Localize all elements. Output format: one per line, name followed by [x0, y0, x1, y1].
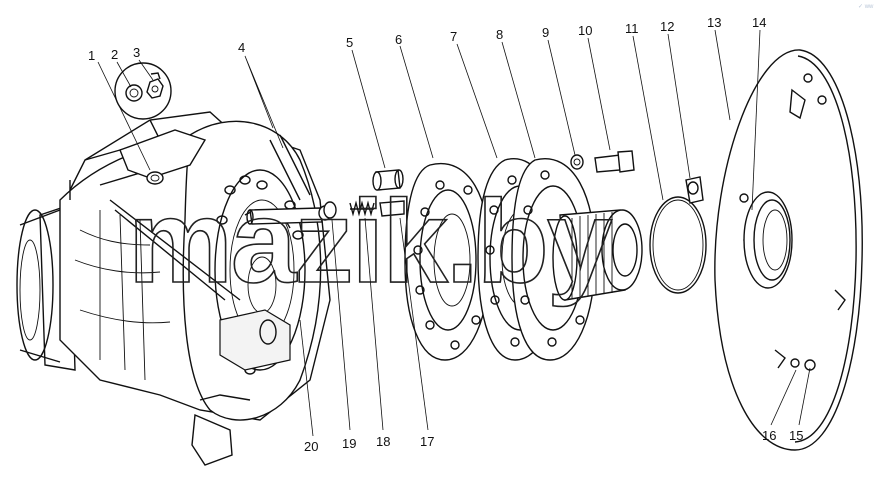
callout-14: 14 — [752, 15, 766, 30]
callout-7: 7 — [450, 29, 457, 44]
housing-body — [16, 111, 332, 466]
callout-11: 11 — [625, 21, 639, 36]
leader-lines — [97, 29, 811, 437]
callout-16: 16 — [762, 428, 776, 443]
callout-20: 20 — [304, 439, 318, 454]
seal-part-14 — [743, 191, 793, 289]
callout-8: 8 — [496, 27, 503, 42]
pin-part-17 — [379, 200, 405, 217]
callout-2: 2 — [111, 47, 118, 62]
pin-part-5 — [372, 169, 404, 191]
callout-15: 15 — [789, 428, 803, 443]
hub-part-8 — [511, 158, 643, 361]
callout-13: 13 — [707, 15, 721, 30]
corner-mark: ✓ ww — [858, 4, 874, 10]
oring-part-11 — [649, 196, 707, 294]
callout-19: 19 — [342, 436, 356, 451]
callout-4: 4 — [238, 40, 245, 55]
callout-10: 10 — [578, 23, 592, 38]
washer-part-19 — [323, 201, 337, 219]
callout-6: 6 — [395, 32, 402, 47]
callout-3: 3 — [133, 45, 140, 60]
callout-1: 1 — [88, 48, 95, 63]
bolt-part-12 — [685, 176, 704, 204]
callout-18: 18 — [376, 434, 390, 449]
watermark-text: mazik.by — [128, 176, 612, 308]
disc-part-6 — [404, 162, 491, 361]
callout-numbers: 1 2 3 4 5 6 7 8 9 10 11 12 13 14 15 16 1… — [88, 15, 803, 454]
washer-part-9 — [570, 154, 584, 170]
callout-17: 17 — [420, 434, 434, 449]
spring-part-18 — [349, 200, 375, 217]
bolt-part-10 — [594, 150, 635, 173]
callout-5: 5 — [346, 35, 353, 50]
inset-detail-bubble — [114, 62, 172, 120]
callout-9: 9 — [542, 25, 549, 40]
callout-12: 12 — [660, 19, 674, 34]
